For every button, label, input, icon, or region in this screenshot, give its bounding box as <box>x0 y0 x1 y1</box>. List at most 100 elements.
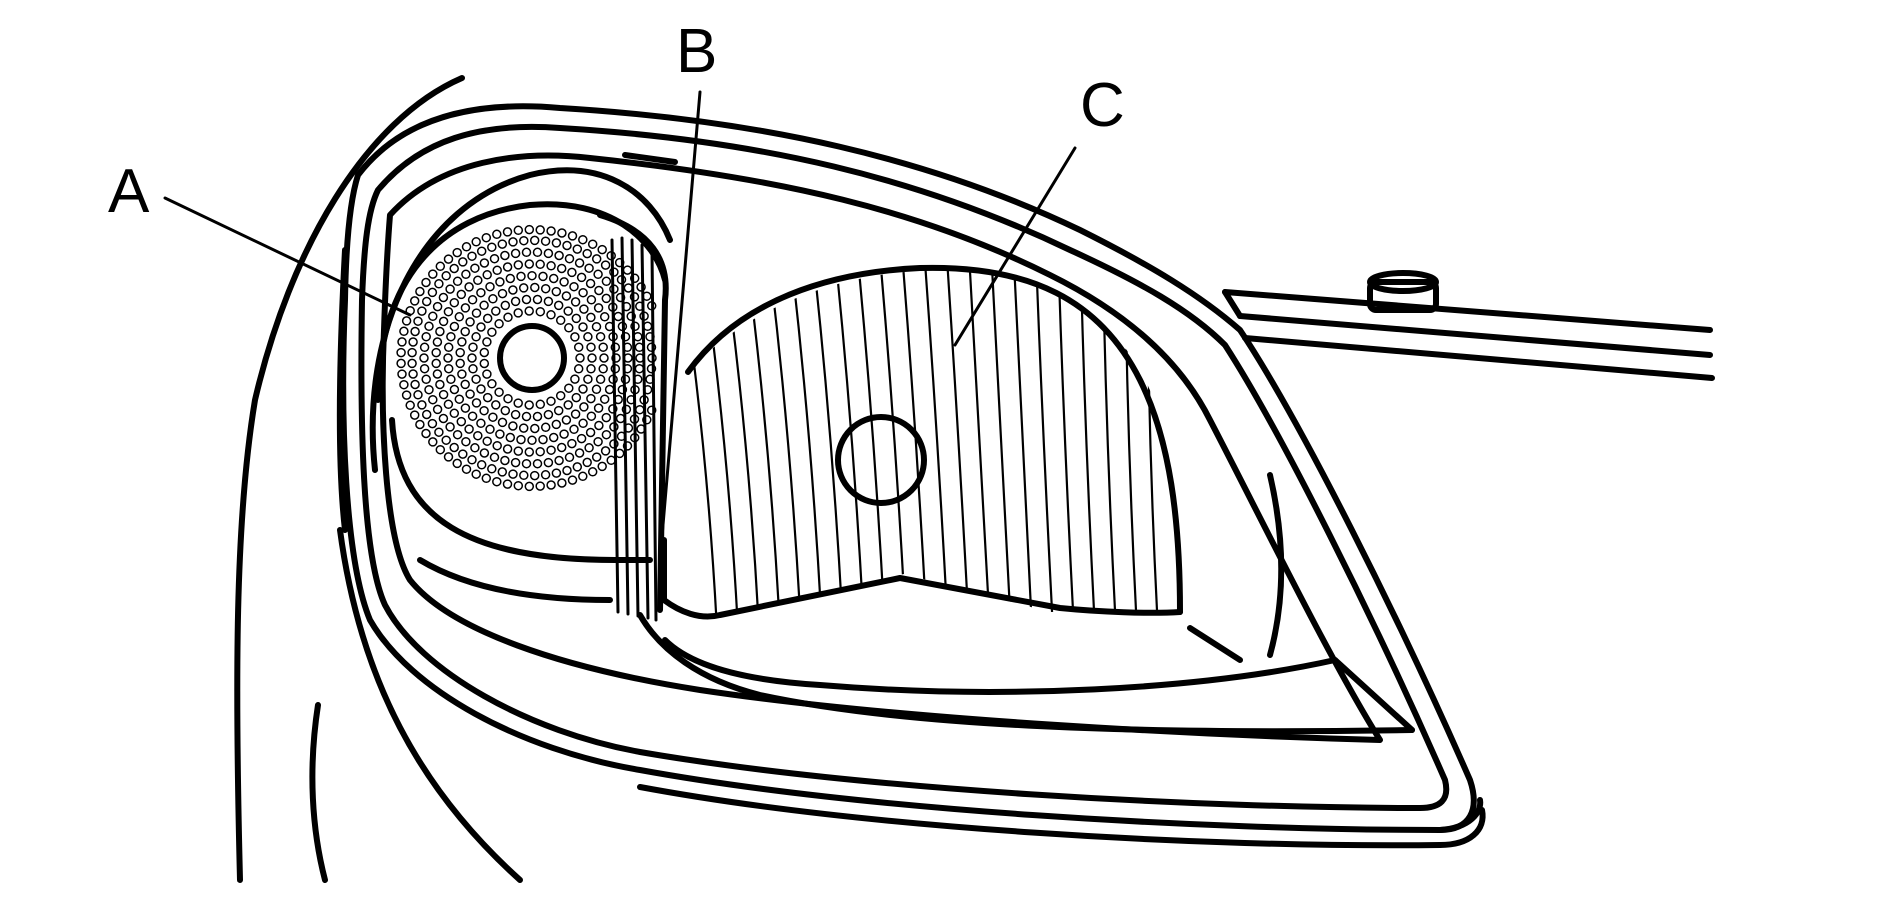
lens-dot <box>601 293 612 304</box>
lens-dot <box>408 369 418 379</box>
lens-dot <box>595 331 606 342</box>
lens-dot <box>551 468 562 478</box>
lens-dot <box>585 427 596 438</box>
lens-dot <box>563 306 573 316</box>
lens-dot <box>491 400 501 410</box>
lens-dot <box>476 460 487 470</box>
lens-dot <box>540 422 551 433</box>
lens-dot <box>443 306 454 317</box>
lens-dot <box>555 315 566 326</box>
lens-dot <box>546 445 556 455</box>
lens-dot <box>464 282 474 292</box>
lens-dot <box>449 321 460 332</box>
lens-dot <box>529 235 540 246</box>
lens-dot <box>460 326 470 337</box>
lens-dot <box>635 404 645 415</box>
lens-dot <box>554 250 564 261</box>
lens-dot <box>535 259 545 270</box>
lens-dot <box>401 316 412 326</box>
lens-dot <box>446 374 456 385</box>
lens-dot <box>435 261 446 272</box>
lens-dot <box>479 300 489 311</box>
lens-dot <box>438 413 449 424</box>
lens-dot <box>524 447 535 457</box>
lens-dot <box>479 358 490 369</box>
lens-dot <box>557 228 567 238</box>
lens-dot <box>467 455 477 465</box>
lens-dot <box>584 263 594 273</box>
lens-dot <box>481 232 492 243</box>
lens-dot <box>399 326 409 337</box>
lens-dot <box>487 327 497 337</box>
lens-dot <box>452 276 463 287</box>
lens-dot <box>530 423 540 434</box>
reflector-line <box>879 270 908 622</box>
lens-dot <box>457 369 467 379</box>
lens-dot <box>432 404 443 415</box>
lens-dot <box>502 444 513 454</box>
lens-dot <box>576 272 587 283</box>
lens-dot <box>449 442 459 453</box>
lens-dot <box>586 342 596 352</box>
lens-dot <box>465 317 475 327</box>
lens-dot <box>417 306 427 316</box>
lens-dot <box>421 277 431 288</box>
reflector-bulb-socket <box>835 414 927 506</box>
reflector-line <box>1057 270 1076 622</box>
lens-dot <box>559 277 569 287</box>
callout-a-leader <box>163 196 412 317</box>
lens-dot <box>551 419 562 430</box>
lens-dot <box>456 416 467 427</box>
lens-dot <box>575 353 585 363</box>
lens-dot <box>479 448 490 458</box>
lens-dot <box>622 265 633 275</box>
lens-dot <box>594 420 604 431</box>
lens-dot <box>600 446 611 456</box>
lens-dot <box>593 269 603 280</box>
lens-dot <box>578 471 588 482</box>
lens-dot <box>495 277 505 287</box>
lens-dot <box>449 297 460 308</box>
lens-dot <box>564 452 575 463</box>
lens-dot <box>409 410 420 420</box>
lens-dot <box>587 239 598 249</box>
lens-dot <box>428 269 438 279</box>
lens-dot <box>407 358 417 369</box>
lens-dot <box>564 253 575 264</box>
lens-dot <box>452 458 462 469</box>
lens-dot <box>502 262 513 272</box>
callout-leaders <box>163 90 1077 562</box>
lens-dot <box>510 409 521 420</box>
lens-dot <box>543 296 554 307</box>
lens-dot <box>578 322 588 332</box>
reflector-line <box>968 270 992 622</box>
lens-dot <box>428 311 438 322</box>
lens-dot <box>623 283 634 293</box>
lens-dot <box>431 358 441 369</box>
lens-dot <box>564 323 574 333</box>
lens-dot <box>532 294 543 305</box>
lens-dot <box>570 332 580 342</box>
lens-dot <box>488 294 498 304</box>
lens-dot <box>586 411 597 421</box>
lens-dot <box>492 265 502 276</box>
lens-dot <box>578 418 588 429</box>
callout-b-label: B <box>676 17 717 86</box>
reflector-line <box>812 270 845 622</box>
lens-dot <box>579 304 589 314</box>
lens-dot <box>479 347 490 358</box>
reflector-line <box>834 270 866 622</box>
lens-dot <box>467 411 478 421</box>
lens-dot <box>487 242 497 252</box>
lens-dot <box>510 296 521 307</box>
lens-dot <box>401 390 412 400</box>
lens-dot <box>471 374 481 384</box>
lens-dot <box>495 429 505 439</box>
lens-dot <box>613 311 623 322</box>
lens-dot <box>527 435 537 446</box>
projector-center <box>497 323 567 393</box>
lens-dot <box>397 369 407 379</box>
lens-dot <box>532 458 543 469</box>
lens-dot <box>413 316 423 326</box>
